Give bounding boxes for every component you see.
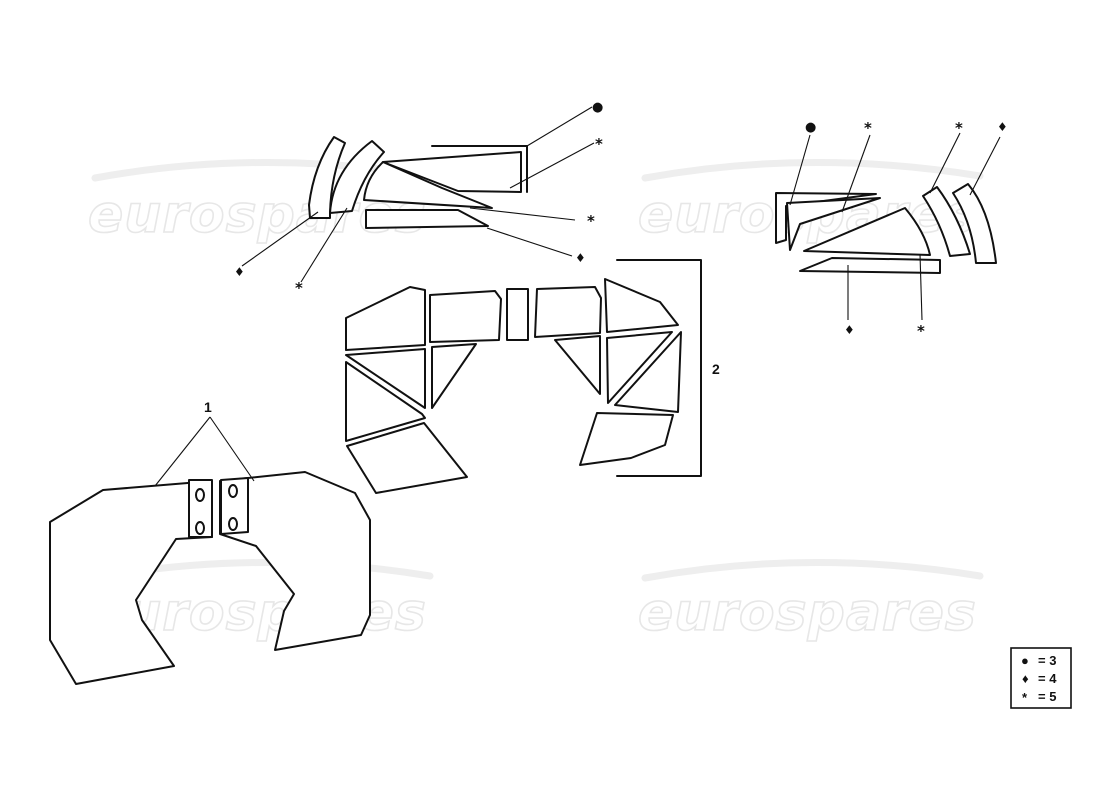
right-arc-strip-2 [952, 183, 997, 264]
trim-panel [604, 278, 679, 333]
callout-part-1: 1 [204, 399, 212, 415]
floor-mat-hinge-plate [220, 477, 249, 535]
legend-diamond-symbol: ♦ [1022, 671, 1029, 686]
trim-panel [346, 422, 468, 494]
left-quarter-seal-inner [363, 161, 493, 209]
left-window-seal-group [308, 136, 528, 229]
floor-mat-hinge-plate [188, 479, 213, 538]
left-arc-strip-outer [308, 136, 346, 219]
legend-star-symbol: * [1022, 690, 1028, 705]
legend-dot-symbol: ● [1021, 653, 1029, 668]
floor-mat-left-half [49, 480, 213, 685]
left-arc-strip-inner [329, 140, 385, 214]
trim-panel [345, 348, 426, 409]
star-marker: * [864, 119, 872, 137]
trim-panel [534, 286, 602, 338]
diamond-marker: ♦ [997, 120, 1008, 134]
left-lower-strip [365, 209, 489, 229]
legend-star-value: = 5 [1038, 689, 1056, 704]
part1-leaders [154, 416, 255, 487]
trim-panel-set [345, 259, 702, 494]
floor-mat-right-half [219, 471, 371, 651]
star-marker: * [955, 119, 963, 137]
right-group-markers: ● * * ♦ ♦ * [805, 119, 1008, 340]
trim-panel [345, 286, 426, 351]
dot-marker: ● [805, 120, 816, 135]
watermark-bottom-right: eurospares [637, 558, 984, 644]
dot-marker: ● [592, 100, 603, 115]
trim-panel [579, 412, 674, 466]
fastener-hole [228, 484, 238, 498]
trim-panel [431, 343, 477, 409]
watermark-text: eurospares [638, 583, 977, 643]
star-marker: * [595, 135, 603, 153]
right-window-seal-group [775, 183, 997, 274]
right-quarter-seal-outer [775, 192, 877, 244]
star-marker: * [295, 279, 303, 297]
trim-panel [506, 288, 529, 341]
left-quarter-seal [382, 151, 522, 193]
left-group-markers: ● * * ♦ ♦ * [234, 100, 603, 297]
legend-box [1010, 647, 1072, 709]
callout-part-2: 2 [712, 361, 720, 377]
right-triangle-seal [803, 207, 931, 256]
legend-diamond-value: = 4 [1038, 671, 1057, 686]
right-group-leaders [789, 132, 1001, 321]
trim-panel [614, 331, 682, 413]
left-group-leaders [241, 106, 595, 283]
trim-panel [606, 331, 673, 404]
legend-dot-value: = 3 [1038, 653, 1056, 668]
symbol-legend: ● = 3 ♦ = 4 * = 5 [1010, 647, 1072, 709]
right-quarter-seal [786, 197, 881, 251]
fastener-hole [195, 488, 205, 502]
fastener-hole [195, 521, 205, 535]
star-marker: * [917, 322, 925, 340]
diamond-marker: ♦ [575, 251, 586, 265]
trim-panel [345, 361, 426, 442]
trim-panel [554, 335, 601, 395]
right-arc-strip-1 [922, 186, 971, 257]
fastener-hole [228, 517, 238, 531]
diamond-marker: ♦ [234, 265, 245, 279]
trim-panel [429, 290, 502, 343]
diamond-marker: ♦ [844, 323, 855, 337]
right-lower-strip [799, 257, 941, 274]
part2-bracket [616, 259, 702, 477]
floor-mat [49, 471, 371, 685]
star-marker: * [587, 212, 595, 230]
